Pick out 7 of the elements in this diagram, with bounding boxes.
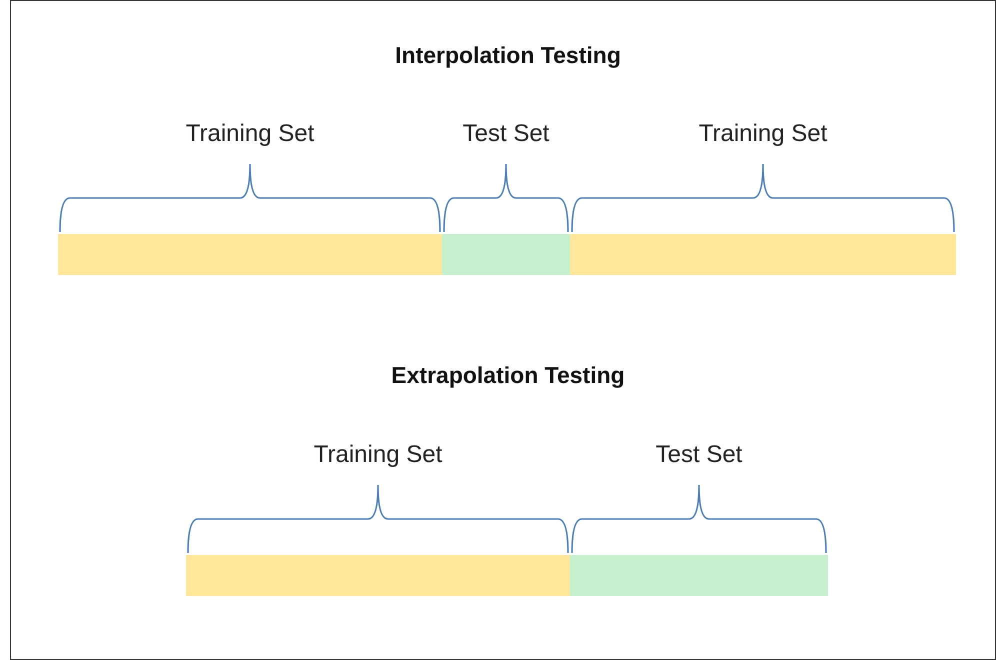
segment-label: Test Set: [656, 441, 742, 469]
section-heading: Interpolation Testing: [395, 42, 621, 69]
segment-label: Test Set: [462, 120, 550, 148]
section-heading: Extrapolation Testing: [391, 362, 625, 389]
segment-label: Training Set: [314, 441, 442, 469]
segment-label: Training Set: [698, 120, 828, 148]
segment-label: Training Set: [186, 120, 314, 148]
